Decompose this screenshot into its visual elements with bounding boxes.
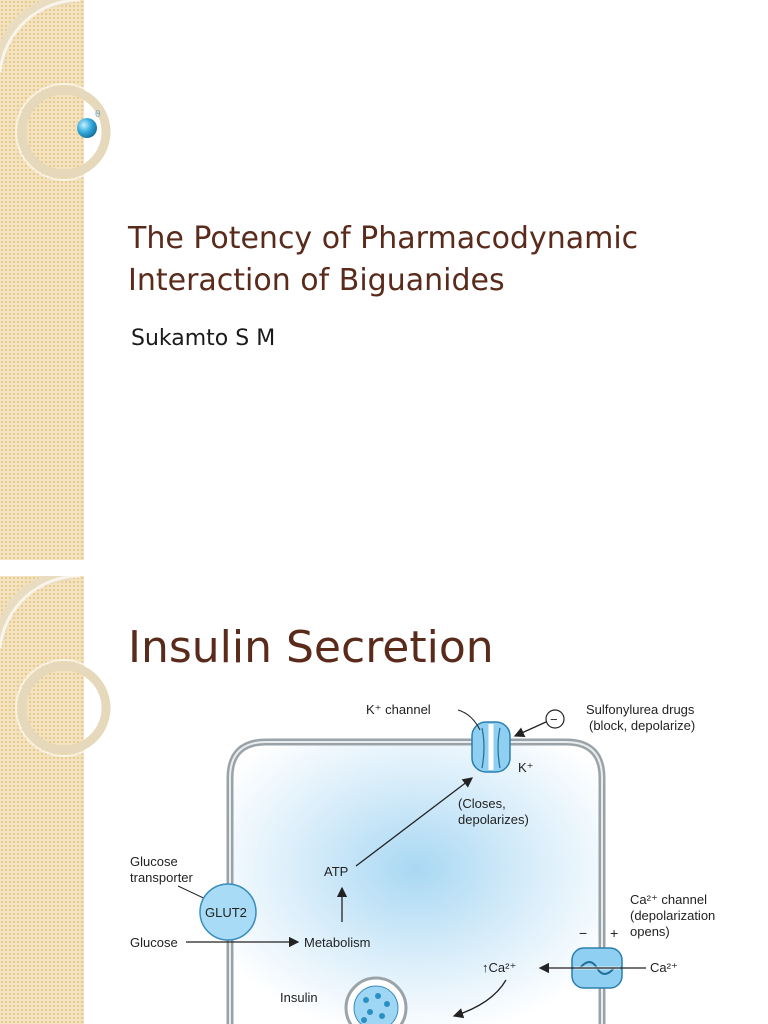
ca-outside-label: Ca²⁺: [650, 960, 678, 975]
glut2-transporter-icon: [199, 883, 257, 941]
ca-channel-label: Ca²⁺ channel: [630, 892, 707, 907]
glut2-label: GLUT2: [205, 905, 247, 920]
minus-icon: [545, 709, 565, 729]
cell-membrane: [226, 738, 606, 1024]
decorative-circles: [0, 0, 113, 181]
content-slide: Insulin Secretion K⁺ channel − Sulfo: [0, 576, 768, 1024]
glucose-transporter-label-line1: Glucose: [130, 854, 178, 869]
glucose-label: Glucose: [130, 935, 178, 950]
membrane-minus-sign: −: [579, 925, 587, 941]
decorative-side-stripe: [0, 576, 84, 1024]
k-channel-icon: [471, 721, 511, 773]
sulfonylurea-effect-label: (block, depolarize): [589, 718, 695, 733]
title-slide: θ The Potency of Pharmacodynamic Interac…: [0, 0, 639, 560]
slide-title: The Potency of Pharmacodynamic Interacti…: [128, 221, 639, 298]
insulin-secretion-diagram: K⁺ channel − Sulfonylurea drugs (block, …: [130, 702, 715, 1024]
atp-label: ATP: [324, 864, 348, 879]
depolarizes-label: depolarizes): [458, 812, 529, 827]
metabolism-label: Metabolism: [304, 935, 370, 950]
decorative-circles: [0, 576, 113, 757]
insulin-label: Insulin: [280, 990, 318, 1005]
slide-title: Insulin Secretion: [128, 622, 494, 673]
ca-depolarization-label-line1: (depolarization: [630, 908, 715, 923]
k-channel-label: K⁺ channel: [366, 702, 431, 717]
glucose-transporter-label-line2: transporter: [130, 870, 194, 885]
sulfonylurea-label: Sulfonylurea drugs: [586, 702, 695, 717]
insulin-granule-icon: [344, 976, 408, 1024]
membrane-plus-sign: +: [610, 925, 618, 941]
slide-subtitle: Sukamto S M: [131, 326, 276, 351]
ca-depolarization-label-line2: opens): [630, 924, 670, 939]
ca-inside-label: ↑Ca²⁺: [482, 960, 516, 975]
closes-label: (Closes,: [458, 796, 506, 811]
slide-separator: [0, 560, 768, 576]
minus-sign: −: [550, 712, 558, 727]
bullet-ball-icon: [77, 118, 97, 138]
k-ion-label: K⁺: [518, 760, 534, 775]
bullet-marker: θ: [95, 110, 101, 120]
